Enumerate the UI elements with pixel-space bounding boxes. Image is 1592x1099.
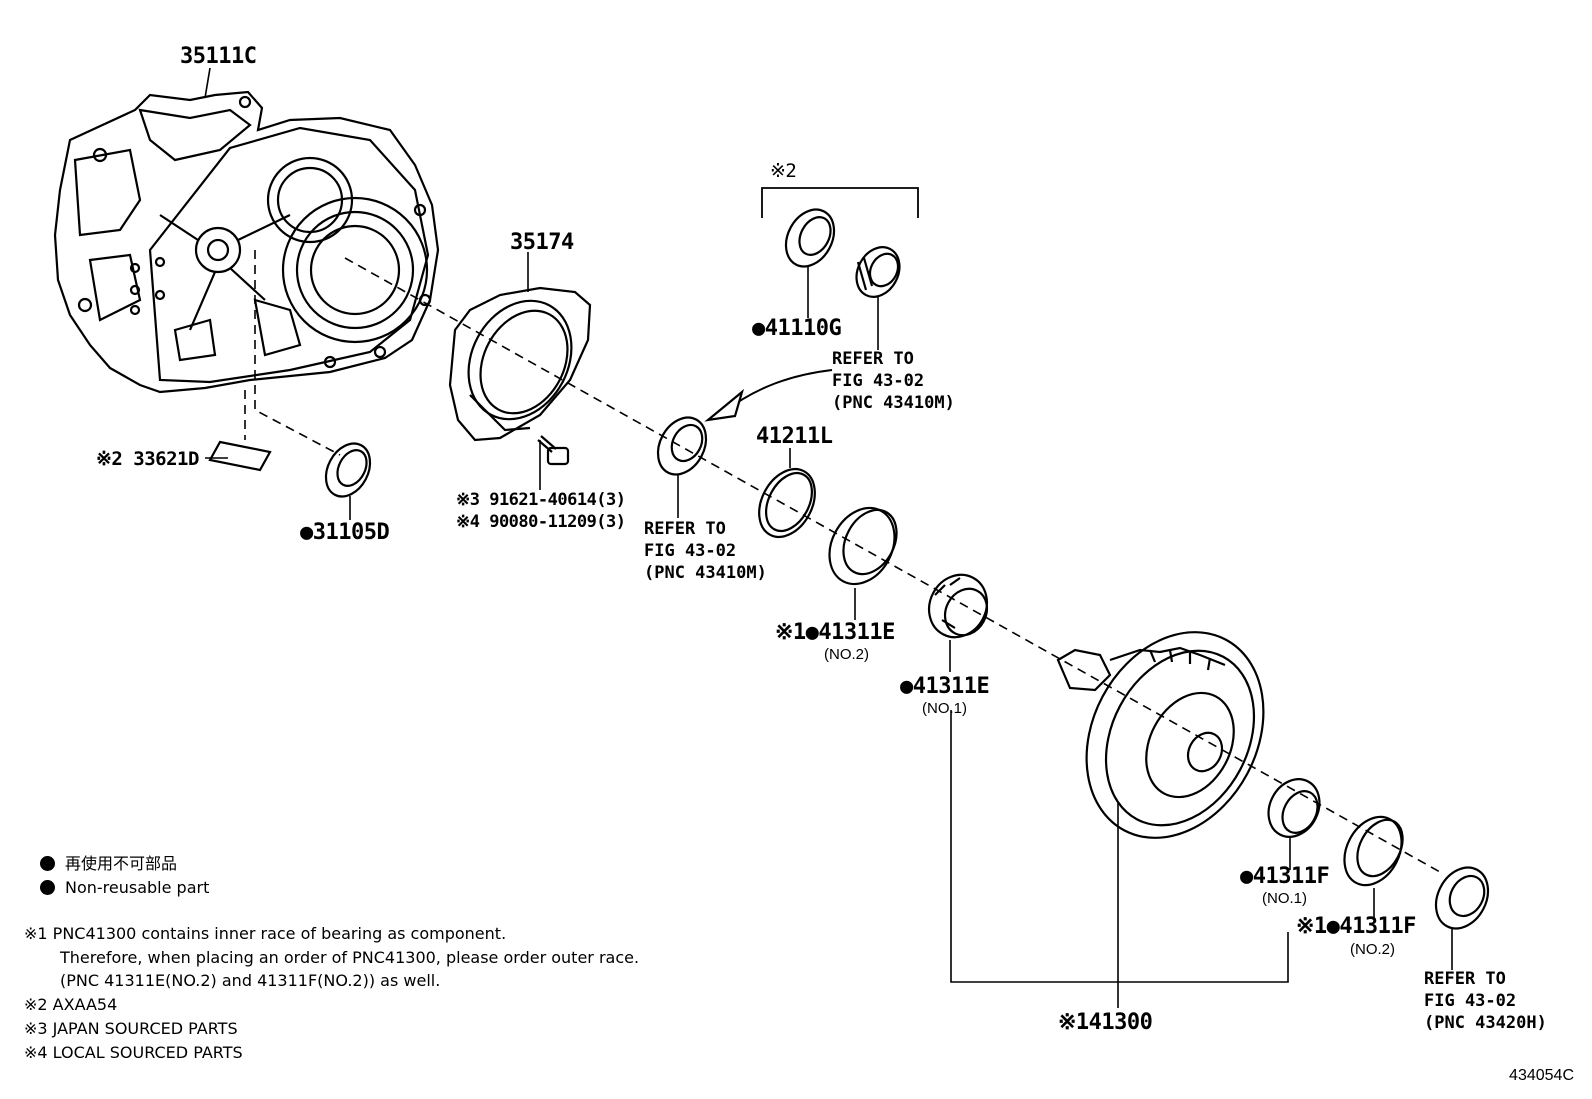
label-41311E-no1: ●41311E: [900, 674, 990, 699]
name-plate: [208, 440, 272, 472]
sublabel-41311F-no1: (NO.1): [1262, 890, 1307, 907]
bracket-s2: [761, 187, 919, 218]
note-4: ※4 LOCAL SOURCED PARTS: [24, 1043, 243, 1062]
bullet-icon: [40, 880, 55, 895]
label-33621D: ※2 33621D: [96, 448, 199, 470]
note-2: ※2 AXAA54: [24, 995, 118, 1014]
outer-race-41311E-no2: [828, 506, 898, 586]
differential-side-bearing-retainer: [448, 286, 592, 442]
label-41110G: ●41110G: [752, 316, 842, 341]
transaxle-case: [53, 90, 440, 394]
leader-35111C: [204, 67, 211, 99]
legend-en: Non-reusable part: [40, 880, 209, 896]
oil-seal-31105D: [324, 442, 372, 498]
refer-to-fig-3: REFER TO FIG 43-02 (PNC 43420H): [1424, 969, 1547, 1033]
legend-jp: 再使用不可部品: [40, 856, 177, 872]
sublabel-41311E-no2: (NO.2): [824, 646, 869, 663]
differential-assembly: [1056, 631, 1265, 839]
note-1-line3: (PNC 41311E(NO.2) and 41311F(NO.2)) as w…: [60, 971, 441, 990]
note-1-line2: Therefore, when placing an order of PNC4…: [60, 948, 640, 967]
oil-seal-right: [1434, 866, 1490, 930]
component-bracket: [950, 710, 1289, 983]
bearing-41311E-no1: [927, 573, 989, 639]
shim-41211L: [758, 468, 816, 538]
bearing-top: [855, 246, 901, 298]
oil-seal-left: [656, 416, 708, 476]
label-bolt-local: ※4 90080-11209(3): [456, 512, 626, 532]
arrow-head: [704, 388, 745, 422]
label-35174: 35174: [510, 230, 574, 255]
bullet-icon: [40, 856, 55, 871]
bearing-41311F-no1: [1267, 778, 1321, 838]
install-arrow: [723, 369, 833, 413]
label-41311E-no2: ※1●41311E: [775, 620, 895, 645]
label-41300: ※141300: [1058, 1010, 1153, 1035]
figure-code: 434054C: [1509, 1067, 1574, 1084]
sublabel-41311E-no1: (NO.1): [922, 700, 967, 717]
refer-to-fig-1: REFER TO FIG 43-02 (PNC 43410M): [832, 349, 955, 413]
label-41211L: 41211L: [756, 424, 833, 449]
note-1: ※1 PNC41300 contains inner race of beari…: [24, 924, 507, 943]
oil-seal-41110G: [784, 208, 836, 268]
refer-to-fig-2: REFER TO FIG 43-02 (PNC 43410M): [644, 519, 767, 583]
bolt: [537, 435, 570, 466]
label-35111C: 35111C: [180, 44, 257, 69]
sublabel-41311F-no2: (NO.2): [1350, 941, 1395, 958]
label-31105D: ●31105D: [300, 520, 390, 545]
label-s2-bracket: ※2: [770, 160, 797, 182]
label-bolt-japan: ※3 91621-40614(3): [456, 490, 626, 510]
label-41311F-no1: ●41311F: [1240, 864, 1330, 889]
label-41311F-no2: ※1●41311F: [1296, 914, 1416, 939]
outer-race-41311F-no2: [1343, 815, 1404, 887]
note-3: ※3 JAPAN SOURCED PARTS: [24, 1019, 238, 1038]
